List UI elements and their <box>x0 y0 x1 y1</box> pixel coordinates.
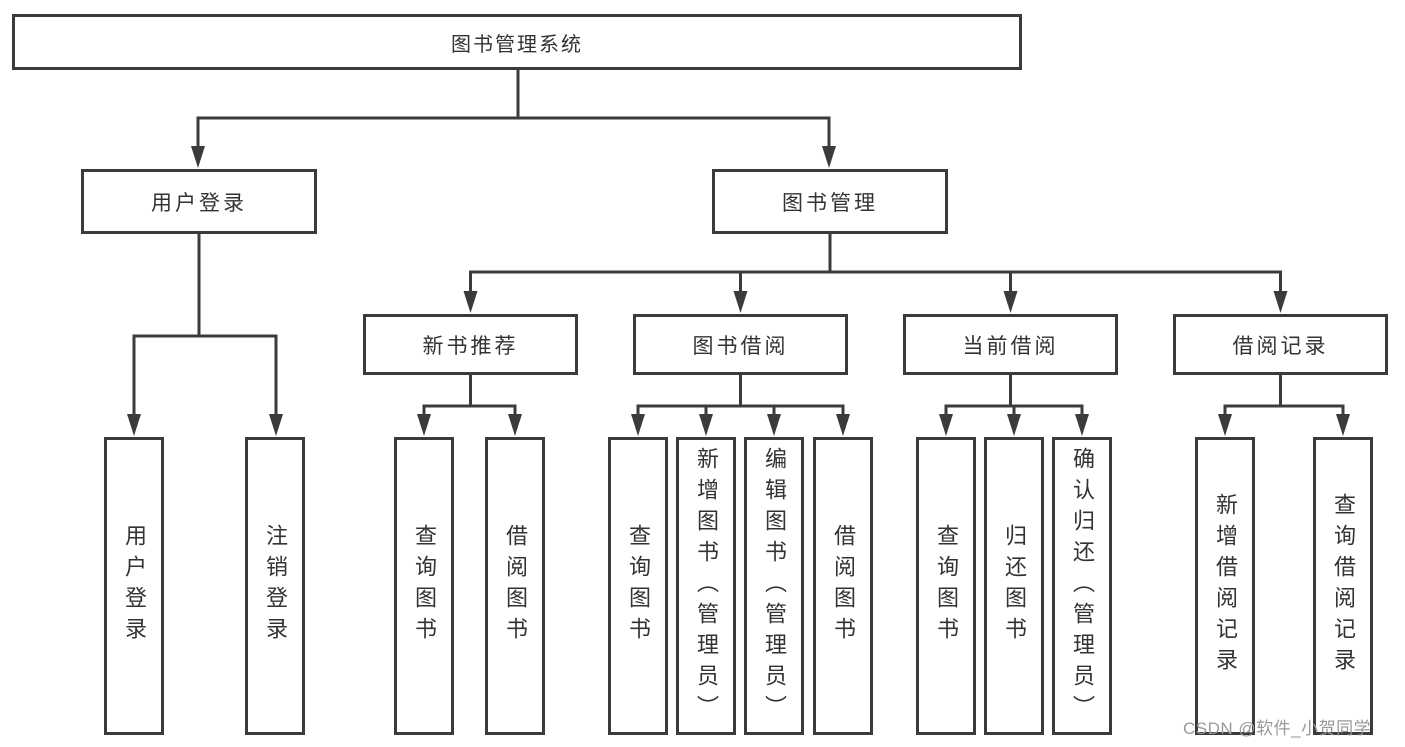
node-current-borrow-label: 当前借阅 <box>962 334 1059 358</box>
leaf-records-query-record: 查询借阅记录 <box>1313 437 1373 735</box>
leaf-logout-label: 注销登录 <box>263 524 288 648</box>
leaf-borrow-query-books-label: 查询图书 <box>626 524 651 648</box>
csdn-watermark: CSDN @软件_小贺同学 <box>1183 719 1372 738</box>
node-book-borrow: 图书借阅 <box>633 314 848 375</box>
leaf-newbook-borrow-books: 借阅图书 <box>485 437 545 735</box>
node-book-management-label: 图书管理 <box>782 191 878 215</box>
leaf-borrow-add-books-admin-label: 新增图书（管理员） <box>694 446 719 726</box>
connector-currentborrow-leaves <box>939 375 1089 436</box>
node-borrow-records: 借阅记录 <box>1173 314 1388 375</box>
node-user-login-label: 用户登录 <box>151 191 247 215</box>
connector-bookmgmt-level3 <box>463 234 1288 313</box>
leaf-current-return-books: 归还图书 <box>984 437 1044 735</box>
node-user-login: 用户登录 <box>81 169 317 234</box>
node-new-book-recommend-label: 新书推荐 <box>422 334 519 358</box>
connector-root-level2 <box>191 70 836 168</box>
leaf-user-login-label: 用户登录 <box>122 524 147 648</box>
leaf-records-add-record: 新增借阅记录 <box>1195 437 1255 735</box>
leaf-borrow-borrow-books: 借阅图书 <box>813 437 873 735</box>
leaf-newbook-borrow-books-label: 借阅图书 <box>503 524 528 648</box>
connector-bookborrow-leaves <box>631 375 850 436</box>
connector-newbook-leaves <box>417 375 522 436</box>
leaf-current-query-books: 查询图书 <box>916 437 976 735</box>
connector-userlogin-leaves <box>127 234 283 436</box>
leaf-newbook-query-books: 查询图书 <box>394 437 454 735</box>
leaf-borrow-edit-books-admin-label: 编辑图书（管理员） <box>762 446 787 726</box>
node-book-management: 图书管理 <box>712 169 948 234</box>
leaf-newbook-query-books-label: 查询图书 <box>412 524 437 648</box>
leaf-current-confirm-return-admin: 确认归还（管理员） <box>1052 437 1112 735</box>
leaf-records-add-record-label: 新增借阅记录 <box>1213 493 1238 679</box>
connector-records-leaves <box>1218 375 1350 436</box>
node-borrow-records-label: 借阅记录 <box>1232 334 1329 358</box>
leaf-borrow-query-books: 查询图书 <box>608 437 668 735</box>
node-new-book-recommend: 新书推荐 <box>363 314 578 375</box>
leaf-borrow-borrow-books-label: 借阅图书 <box>831 524 856 648</box>
node-book-borrow-label: 图书借阅 <box>692 334 789 358</box>
leaf-borrow-add-books-admin: 新增图书（管理员） <box>676 437 736 735</box>
leaf-current-query-books-label: 查询图书 <box>934 524 959 648</box>
leaf-logout: 注销登录 <box>245 437 305 735</box>
leaf-current-confirm-return-admin-label: 确认归还（管理员） <box>1070 446 1095 726</box>
node-root-label: 图书管理系统 <box>451 33 583 56</box>
node-root-system: 图书管理系统 <box>12 14 1022 70</box>
leaf-user-login: 用户登录 <box>104 437 164 735</box>
leaf-records-query-record-label: 查询借阅记录 <box>1331 493 1356 679</box>
leaf-current-return-books-label: 归还图书 <box>1002 524 1027 648</box>
leaf-borrow-edit-books-admin: 编辑图书（管理员） <box>744 437 804 735</box>
node-current-borrow: 当前借阅 <box>903 314 1118 375</box>
